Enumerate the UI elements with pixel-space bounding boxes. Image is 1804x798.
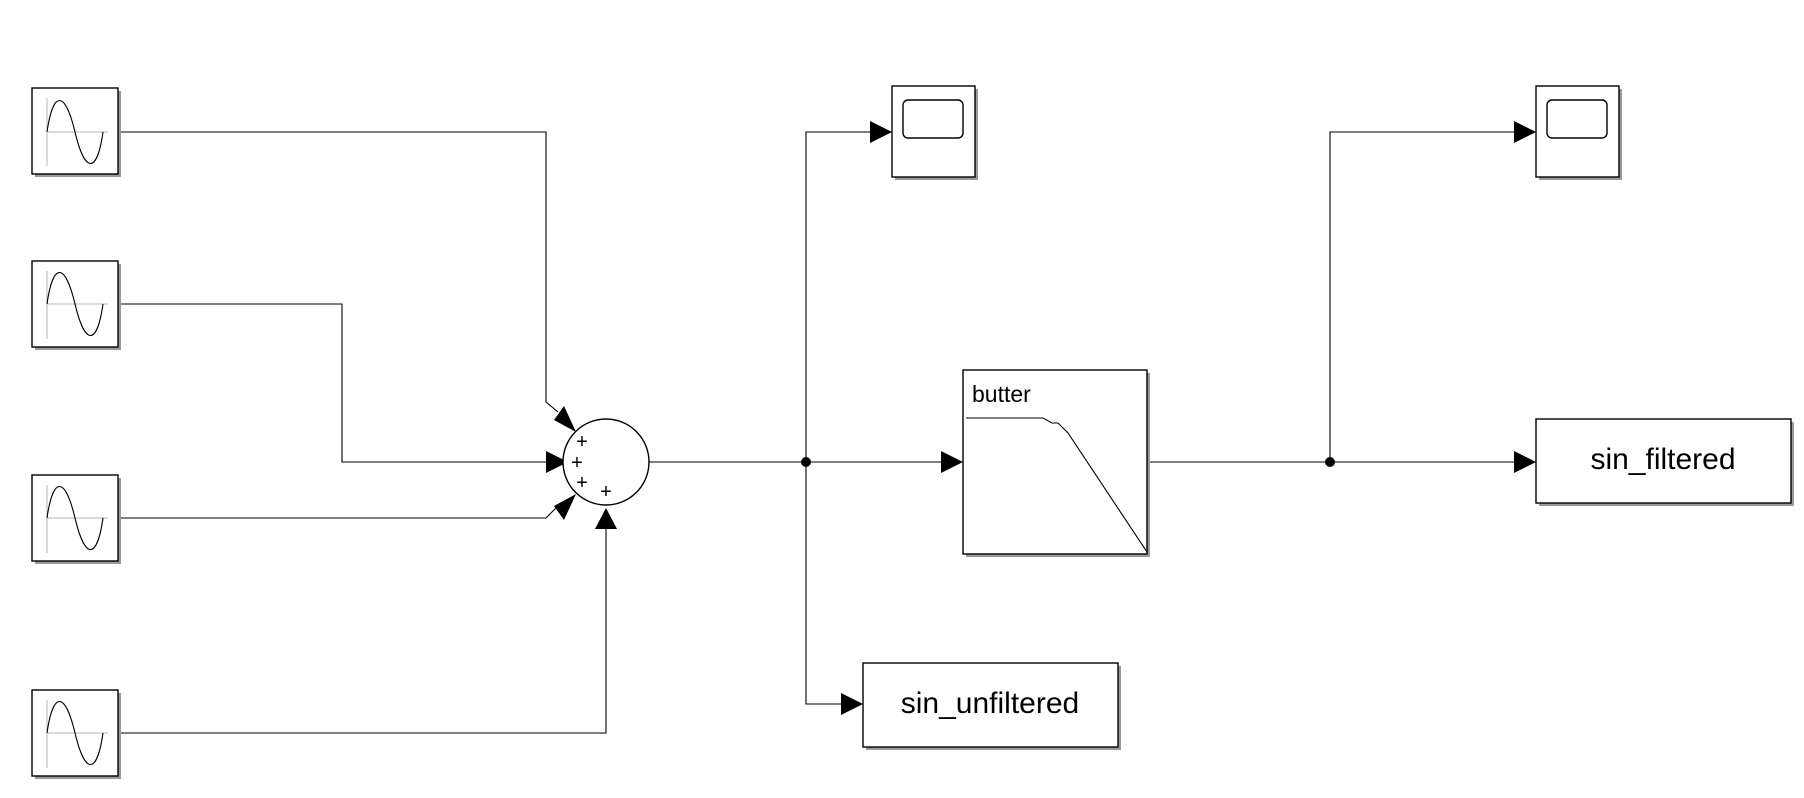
arrowhead: [870, 121, 892, 143]
signal-lines: [121, 131, 1515, 734]
sine-wave-icon: [46, 98, 108, 166]
arrowhead: [546, 451, 568, 473]
sine-wave-block-4[interactable]: [31, 689, 121, 779]
wire-branch-to-unfiltered[interactable]: [805, 462, 842, 705]
wire-branch-to-scope1[interactable]: [805, 131, 871, 462]
arrowhead: [1514, 451, 1536, 473]
scope-block-filtered[interactable]: [1535, 85, 1622, 180]
wire-branch2-to-scope2[interactable]: [1329, 131, 1515, 462]
to-workspace-block-filtered[interactable]: sin_filtered: [1535, 418, 1794, 506]
wire-sine4-to-sum[interactable]: [121, 528, 607, 734]
arrowheads: [546, 121, 1536, 715]
arrowhead: [941, 451, 963, 473]
sum-sign-1: +: [576, 431, 588, 453]
sine-wave-icon: [46, 485, 108, 553]
sine-wave-icon: [46, 700, 108, 768]
wire-sine1-to-sum[interactable]: [121, 131, 559, 413]
scope-screen-icon: [902, 99, 964, 139]
workspace-variable-label: sin_filtered: [1590, 443, 1735, 476]
butter-filter-block[interactable]: butter: [962, 369, 1150, 557]
arrowhead: [841, 693, 863, 715]
branch-point: [1325, 457, 1335, 467]
wire-sine3-to-sum[interactable]: [121, 507, 557, 519]
scope-screen-icon: [1546, 99, 1608, 139]
arrowhead: [554, 494, 576, 520]
filter-label: butter: [972, 381, 1031, 407]
sum-sign-4: +: [600, 481, 612, 503]
arrowhead: [595, 508, 617, 529]
scope-block-unfiltered[interactable]: [891, 85, 978, 180]
arrowhead: [554, 406, 576, 432]
sine-wave-block-1[interactable]: [31, 87, 121, 177]
workspace-variable-label: sin_unfiltered: [901, 687, 1079, 720]
sine-wave-block-2[interactable]: [31, 260, 121, 350]
sum-sign-2: +: [571, 452, 583, 474]
arrowhead: [1514, 121, 1536, 143]
branch-point: [801, 457, 811, 467]
sine-wave-icon: [46, 271, 108, 339]
sine-wave-block-3[interactable]: [31, 474, 121, 564]
sum-sign-3: +: [576, 472, 588, 494]
to-workspace-block-unfiltered[interactable]: sin_unfiltered: [862, 662, 1121, 750]
sum-block[interactable]: + + + +: [562, 418, 650, 506]
wire-sine2-to-sum[interactable]: [121, 303, 548, 463]
lowpass-response-icon: [966, 417, 1148, 553]
